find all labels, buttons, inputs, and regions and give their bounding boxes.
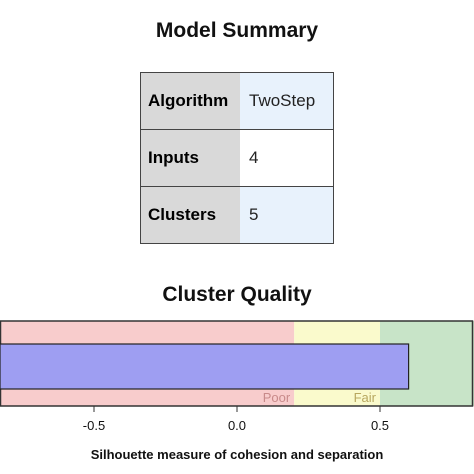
x-tick-label-2: 0.5 [371, 418, 389, 433]
summary-row-algorithm: Algorithm TwoStep [140, 72, 334, 130]
summary-label-clusters: Clusters [140, 186, 240, 244]
silhouette-bar [0, 343, 410, 390]
summary-label-algorithm: Algorithm [140, 72, 240, 130]
model-summary-title: Model Summary [155, 19, 319, 42]
summary-value-inputs: 4 [240, 129, 334, 187]
silhouette-bar-layer [0, 343, 410, 390]
x-axis-label: Silhouette measure of cohesion and separ… [91, 447, 384, 462]
model-summary-table: Algorithm TwoStep Inputs 4 Clusters 5 [140, 72, 334, 244]
cluster-quality-chart: Poor Fair -0.5 0.0 0.5 Silhouette measure o… [0, 320, 474, 462]
summary-row-inputs: Inputs 4 [140, 129, 334, 187]
x-tick-label-1: 0.0 [228, 418, 246, 433]
summary-value-algorithm: TwoStep [240, 72, 334, 130]
cluster-quality-title: Cluster Quality [162, 283, 312, 306]
summary-row-clusters: Clusters 5 [140, 186, 334, 244]
x-tick-label-0: -0.5 [83, 418, 105, 433]
x-axis: -0.5 0.0 0.5 [83, 406, 389, 433]
quality-band-label-0: Poor [263, 390, 291, 405]
quality-band-label-1: Fair [354, 390, 377, 405]
summary-value-clusters: 5 [240, 186, 334, 244]
summary-label-inputs: Inputs [140, 129, 240, 187]
